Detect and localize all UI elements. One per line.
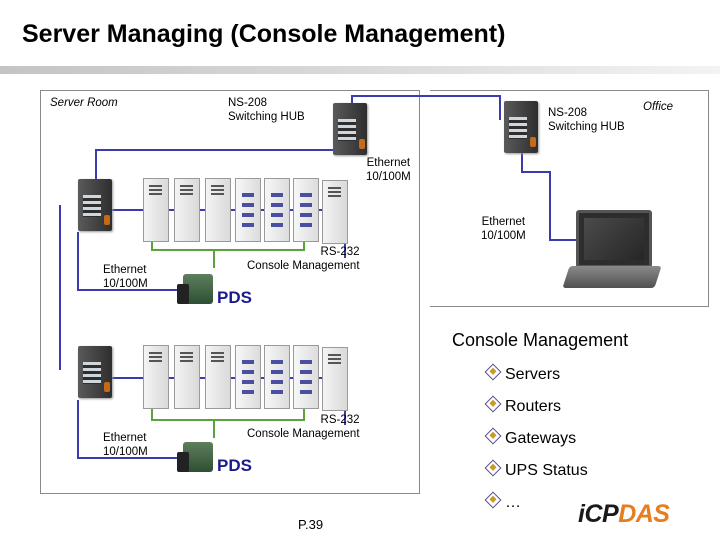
console-line-2 [151, 402, 305, 421]
pds-label-2: PDS [217, 456, 252, 475]
router-rack [235, 178, 261, 242]
router-rack [293, 345, 319, 409]
server-tower [174, 178, 200, 242]
ethernet-left-2-label: Ethernet 10/100M [103, 432, 148, 458]
server-tower [174, 345, 200, 409]
console-item: UPS Status [484, 459, 588, 480]
wire-hub-to-hub [351, 95, 501, 120]
office-label: Office [643, 101, 674, 113]
diamond-bullet-icon [484, 427, 502, 445]
console-item: Gateways [484, 427, 576, 448]
wire-switch1-to-pds1 [77, 232, 196, 291]
pds-label-1: PDS [217, 288, 252, 307]
wire-hub-to-laptop [521, 140, 580, 241]
router-rack [235, 345, 261, 409]
hub-right-label: NS-208 Switching HUB [548, 107, 625, 133]
server-tower [205, 345, 231, 409]
wire-hub-to-switch1 [95, 140, 353, 180]
server-tower [205, 178, 231, 242]
server-room-frame [40, 90, 420, 494]
ethernet-top-label: Ethernet 10/100M [366, 157, 411, 183]
switch-row-2 [78, 346, 112, 398]
switch-row-1 [78, 179, 112, 231]
server-tower [143, 345, 169, 409]
diamond-bullet-icon [484, 395, 502, 413]
switching-hub-right [504, 101, 538, 153]
pds-device [177, 270, 217, 308]
laptop-icon [562, 210, 662, 292]
title-underline [0, 66, 720, 74]
ethernet-left-1-label: Ethernet 10/100M [103, 264, 148, 290]
server-tower [143, 178, 169, 242]
router-rack [264, 178, 290, 242]
console-item: Routers [484, 395, 561, 416]
server-tower [322, 180, 348, 244]
rs232-label-2: RS-232 Console Management [247, 414, 360, 440]
console-item: … [484, 491, 521, 512]
rs232-label-1: RS-232 Console Management [247, 246, 360, 272]
console-item: Servers [484, 363, 560, 384]
router-rack [264, 345, 290, 409]
hub-left-label: NS-208 Switching HUB [228, 97, 305, 123]
router-rack [293, 178, 319, 242]
diamond-bullet-icon [484, 363, 502, 381]
icpdas-logo: iCPDAS [578, 500, 670, 528]
server-tower [322, 347, 348, 411]
page-number: P.39 [298, 517, 324, 532]
wire-switch2-to-pds2 [77, 400, 196, 459]
page-title: Server Managing (Console Management) [22, 20, 506, 48]
pds-device [177, 438, 217, 476]
diamond-bullet-icon [484, 459, 502, 477]
console-management-heading: Console Management [452, 330, 629, 350]
diamond-bullet-icon [484, 491, 502, 509]
server-room-label: Server Room [50, 97, 118, 109]
switching-hub-left [333, 103, 367, 155]
ethernet-laptop-label: Ethernet 10/100M [481, 216, 526, 242]
office-frame [430, 90, 709, 307]
